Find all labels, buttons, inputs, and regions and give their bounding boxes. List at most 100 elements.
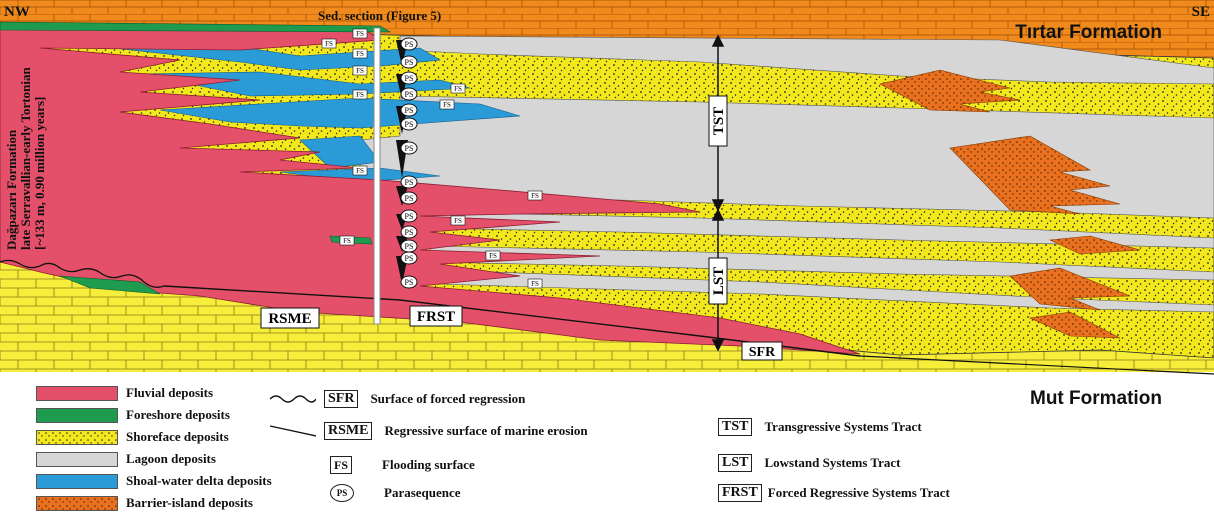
legend-frst: FRST Forced Regressive Systems Tract bbox=[718, 484, 950, 502]
svg-text:PS: PS bbox=[405, 40, 414, 49]
fs-marker: FS bbox=[450, 215, 466, 226]
svg-text:FS: FS bbox=[531, 280, 539, 288]
svg-text:FS: FS bbox=[531, 192, 539, 200]
svg-text:PS: PS bbox=[405, 74, 414, 83]
tirtar-formation-label: Tırtar Formation bbox=[1015, 22, 1162, 43]
ps-marker: PS bbox=[400, 191, 418, 205]
dagpazari-formation-label: Dağpazarı Formation late Serravallian-ea… bbox=[4, 67, 47, 250]
svg-text:PS: PS bbox=[405, 278, 414, 287]
tst-symbol: TST bbox=[718, 418, 753, 436]
sed-section-label: Sed. section (Figure 5) bbox=[318, 8, 441, 23]
svg-text:late Serravallian-early Torton: late Serravallian-early Tortonian bbox=[18, 67, 33, 250]
svg-text:FS: FS bbox=[356, 91, 364, 99]
frst-symbol: FRST bbox=[718, 484, 762, 502]
legend-shoreface: Shoreface deposits bbox=[36, 428, 229, 446]
lagoon-swatch bbox=[36, 451, 118, 467]
legend-label: Fluvial deposits bbox=[126, 385, 214, 400]
legend-label: Forced Regressive Systems Tract bbox=[767, 485, 950, 500]
ps-symbol: PS bbox=[330, 484, 354, 502]
barrier-island-bodies bbox=[879, 69, 1141, 339]
ps-markers: PS PS PS PS PS PS PS PS PS PS PS PS PS P… bbox=[400, 37, 418, 289]
sfr-label: SFR bbox=[741, 341, 783, 361]
legend-tst: TST Transgressive Systems Tract bbox=[718, 418, 922, 436]
fluvial-swatch bbox=[36, 385, 118, 401]
legend-shoal: Shoal-water delta deposits bbox=[36, 472, 272, 490]
svg-text:PS: PS bbox=[405, 144, 414, 153]
svg-text:PS: PS bbox=[405, 194, 414, 203]
svg-text:LST: LST bbox=[711, 267, 727, 295]
legend-label: Lagoon deposits bbox=[126, 451, 216, 466]
foreshore-swatch bbox=[36, 407, 118, 423]
legend-label: Shoal-water delta deposits bbox=[126, 473, 272, 488]
legend-sfr: SFR Surface of forced regression bbox=[268, 390, 525, 408]
ps-marker: PS bbox=[400, 37, 418, 51]
rsme-symbol: RSME bbox=[324, 422, 373, 440]
svg-text:PS: PS bbox=[405, 242, 414, 251]
svg-text:Dağpazarı Formation: Dağpazarı Formation bbox=[4, 129, 19, 250]
svg-text:SFR: SFR bbox=[749, 345, 776, 360]
legend-barrier: Barrier-island deposits bbox=[36, 494, 253, 512]
fs-marker: FS bbox=[321, 38, 337, 49]
legend-label: Flooding surface bbox=[382, 457, 475, 472]
sfr-wavy-surface bbox=[0, 259, 165, 288]
ps-marker: PS bbox=[400, 275, 418, 289]
wavy-line-icon bbox=[269, 395, 316, 403]
svg-text:PS: PS bbox=[405, 212, 414, 221]
svg-text:RSME: RSME bbox=[268, 311, 311, 327]
legend-label: Parasequence bbox=[384, 485, 461, 500]
svg-text:FS: FS bbox=[325, 40, 333, 48]
svg-text:FS: FS bbox=[454, 217, 462, 225]
ps-marker: PS bbox=[400, 117, 418, 131]
svg-text:FS: FS bbox=[489, 252, 497, 260]
se-direction-label: SE bbox=[1192, 4, 1210, 20]
ps-marker: PS bbox=[400, 225, 418, 239]
svg-text:FS: FS bbox=[443, 101, 451, 109]
fs-marker: FS bbox=[352, 48, 368, 59]
svg-text:PS: PS bbox=[405, 58, 414, 67]
legend-ps: PS Parasequence bbox=[330, 484, 461, 502]
svg-text:PS: PS bbox=[405, 120, 414, 129]
ps-marker: PS bbox=[400, 239, 418, 253]
svg-text:PS: PS bbox=[405, 178, 414, 187]
ps-marker: PS bbox=[400, 103, 418, 117]
frst-label: FRST bbox=[409, 305, 463, 327]
lst-symbol: LST bbox=[718, 454, 753, 472]
svg-text:PS: PS bbox=[405, 106, 414, 115]
svg-text:PS: PS bbox=[405, 90, 414, 99]
fs-symbol: FS bbox=[330, 456, 353, 474]
svg-text:PS: PS bbox=[405, 254, 414, 263]
ps-marker: PS bbox=[400, 141, 418, 155]
svg-text:FS: FS bbox=[356, 167, 364, 175]
legend-label: Regressive surface of marine erosion bbox=[384, 423, 588, 438]
fs-marker: FS bbox=[352, 89, 368, 100]
svg-text:FRST: FRST bbox=[417, 309, 455, 325]
ps-marker: PS bbox=[400, 209, 418, 223]
svg-text:FS: FS bbox=[356, 30, 364, 38]
svg-text:FS: FS bbox=[454, 85, 462, 93]
legend: Fluvial deposits Foreshore deposits Shor… bbox=[0, 372, 1214, 520]
svg-text:FS: FS bbox=[356, 67, 364, 75]
mut-formation-label: Mut Formation bbox=[1030, 388, 1162, 409]
svg-text:[~133 m, 0.90 million years]: [~133 m, 0.90 million years] bbox=[32, 97, 47, 250]
legend-label: Transgressive Systems Tract bbox=[764, 419, 922, 434]
fs-marker: FS bbox=[352, 165, 368, 176]
barrier-swatch bbox=[36, 495, 118, 511]
base-surface bbox=[859, 355, 1214, 375]
lst-label-box: LST bbox=[708, 257, 728, 305]
fs-marker: FS bbox=[339, 235, 355, 246]
svg-text:TST: TST bbox=[711, 107, 727, 135]
legend-lagoon: Lagoon deposits bbox=[36, 450, 216, 468]
sed-section-column bbox=[373, 27, 381, 325]
fs-marker: FS bbox=[450, 83, 466, 94]
legend-label: Foreshore deposits bbox=[126, 407, 230, 422]
legend-fs: FS Flooding surface bbox=[330, 456, 475, 474]
fs-marker: FS bbox=[439, 99, 455, 110]
tst-label-box: TST bbox=[708, 95, 728, 147]
fs-marker: FS bbox=[485, 250, 501, 261]
sfr-symbol: SFR bbox=[324, 390, 359, 408]
fs-marker: FS bbox=[352, 65, 368, 76]
fluvial-body bbox=[0, 23, 861, 355]
rsme-label: RSME bbox=[260, 307, 320, 329]
legend-foreshore: Foreshore deposits bbox=[36, 406, 230, 424]
